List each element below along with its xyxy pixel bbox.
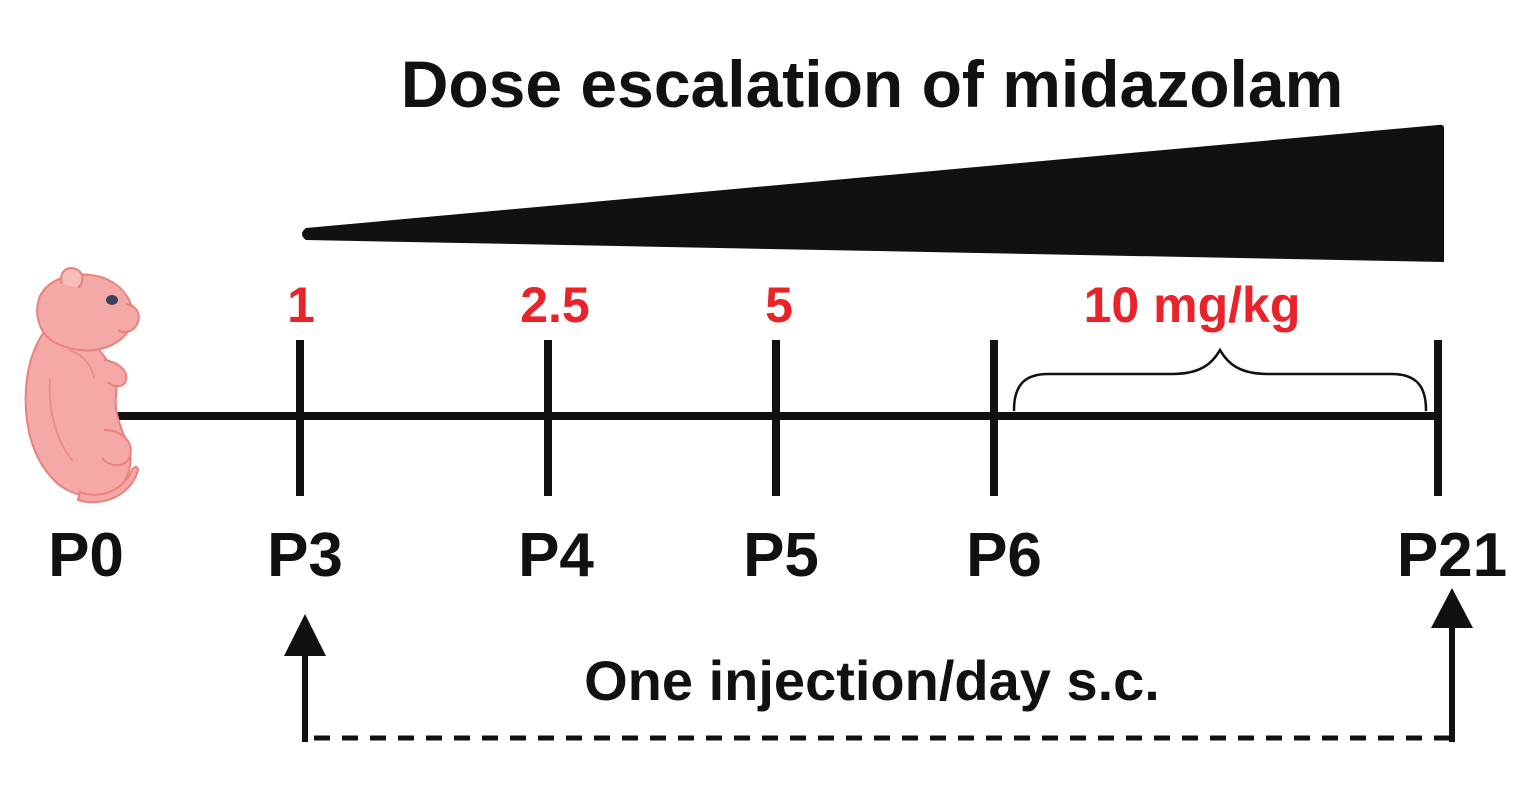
injection-note: One injection/day s.c.	[584, 649, 1160, 712]
dose-label-p3: 1	[287, 277, 315, 333]
dose-escalation-wedge	[302, 124, 1444, 262]
injection-end-arrow-icon	[1431, 588, 1473, 742]
day-label-p3: P3	[267, 521, 343, 590]
newborn-mouse-pup-icon	[24, 266, 140, 504]
dose-label-p5: 5	[765, 277, 793, 333]
day-label-p6: P6	[966, 521, 1042, 590]
day-label-p0: P0	[48, 521, 124, 590]
day-label-p5: P5	[743, 521, 819, 590]
dose-range-brace	[1012, 347, 1428, 412]
dose-label-p4: 2.5	[520, 277, 590, 333]
dose-label-p6-p21: 10 mg/kg	[1084, 277, 1301, 333]
day-label-p21: P21	[1397, 521, 1507, 590]
day-label-p4: P4	[518, 521, 594, 590]
diagram-title: Dose escalation of midazolam	[401, 47, 1344, 121]
injection-start-arrow-icon	[284, 614, 326, 742]
